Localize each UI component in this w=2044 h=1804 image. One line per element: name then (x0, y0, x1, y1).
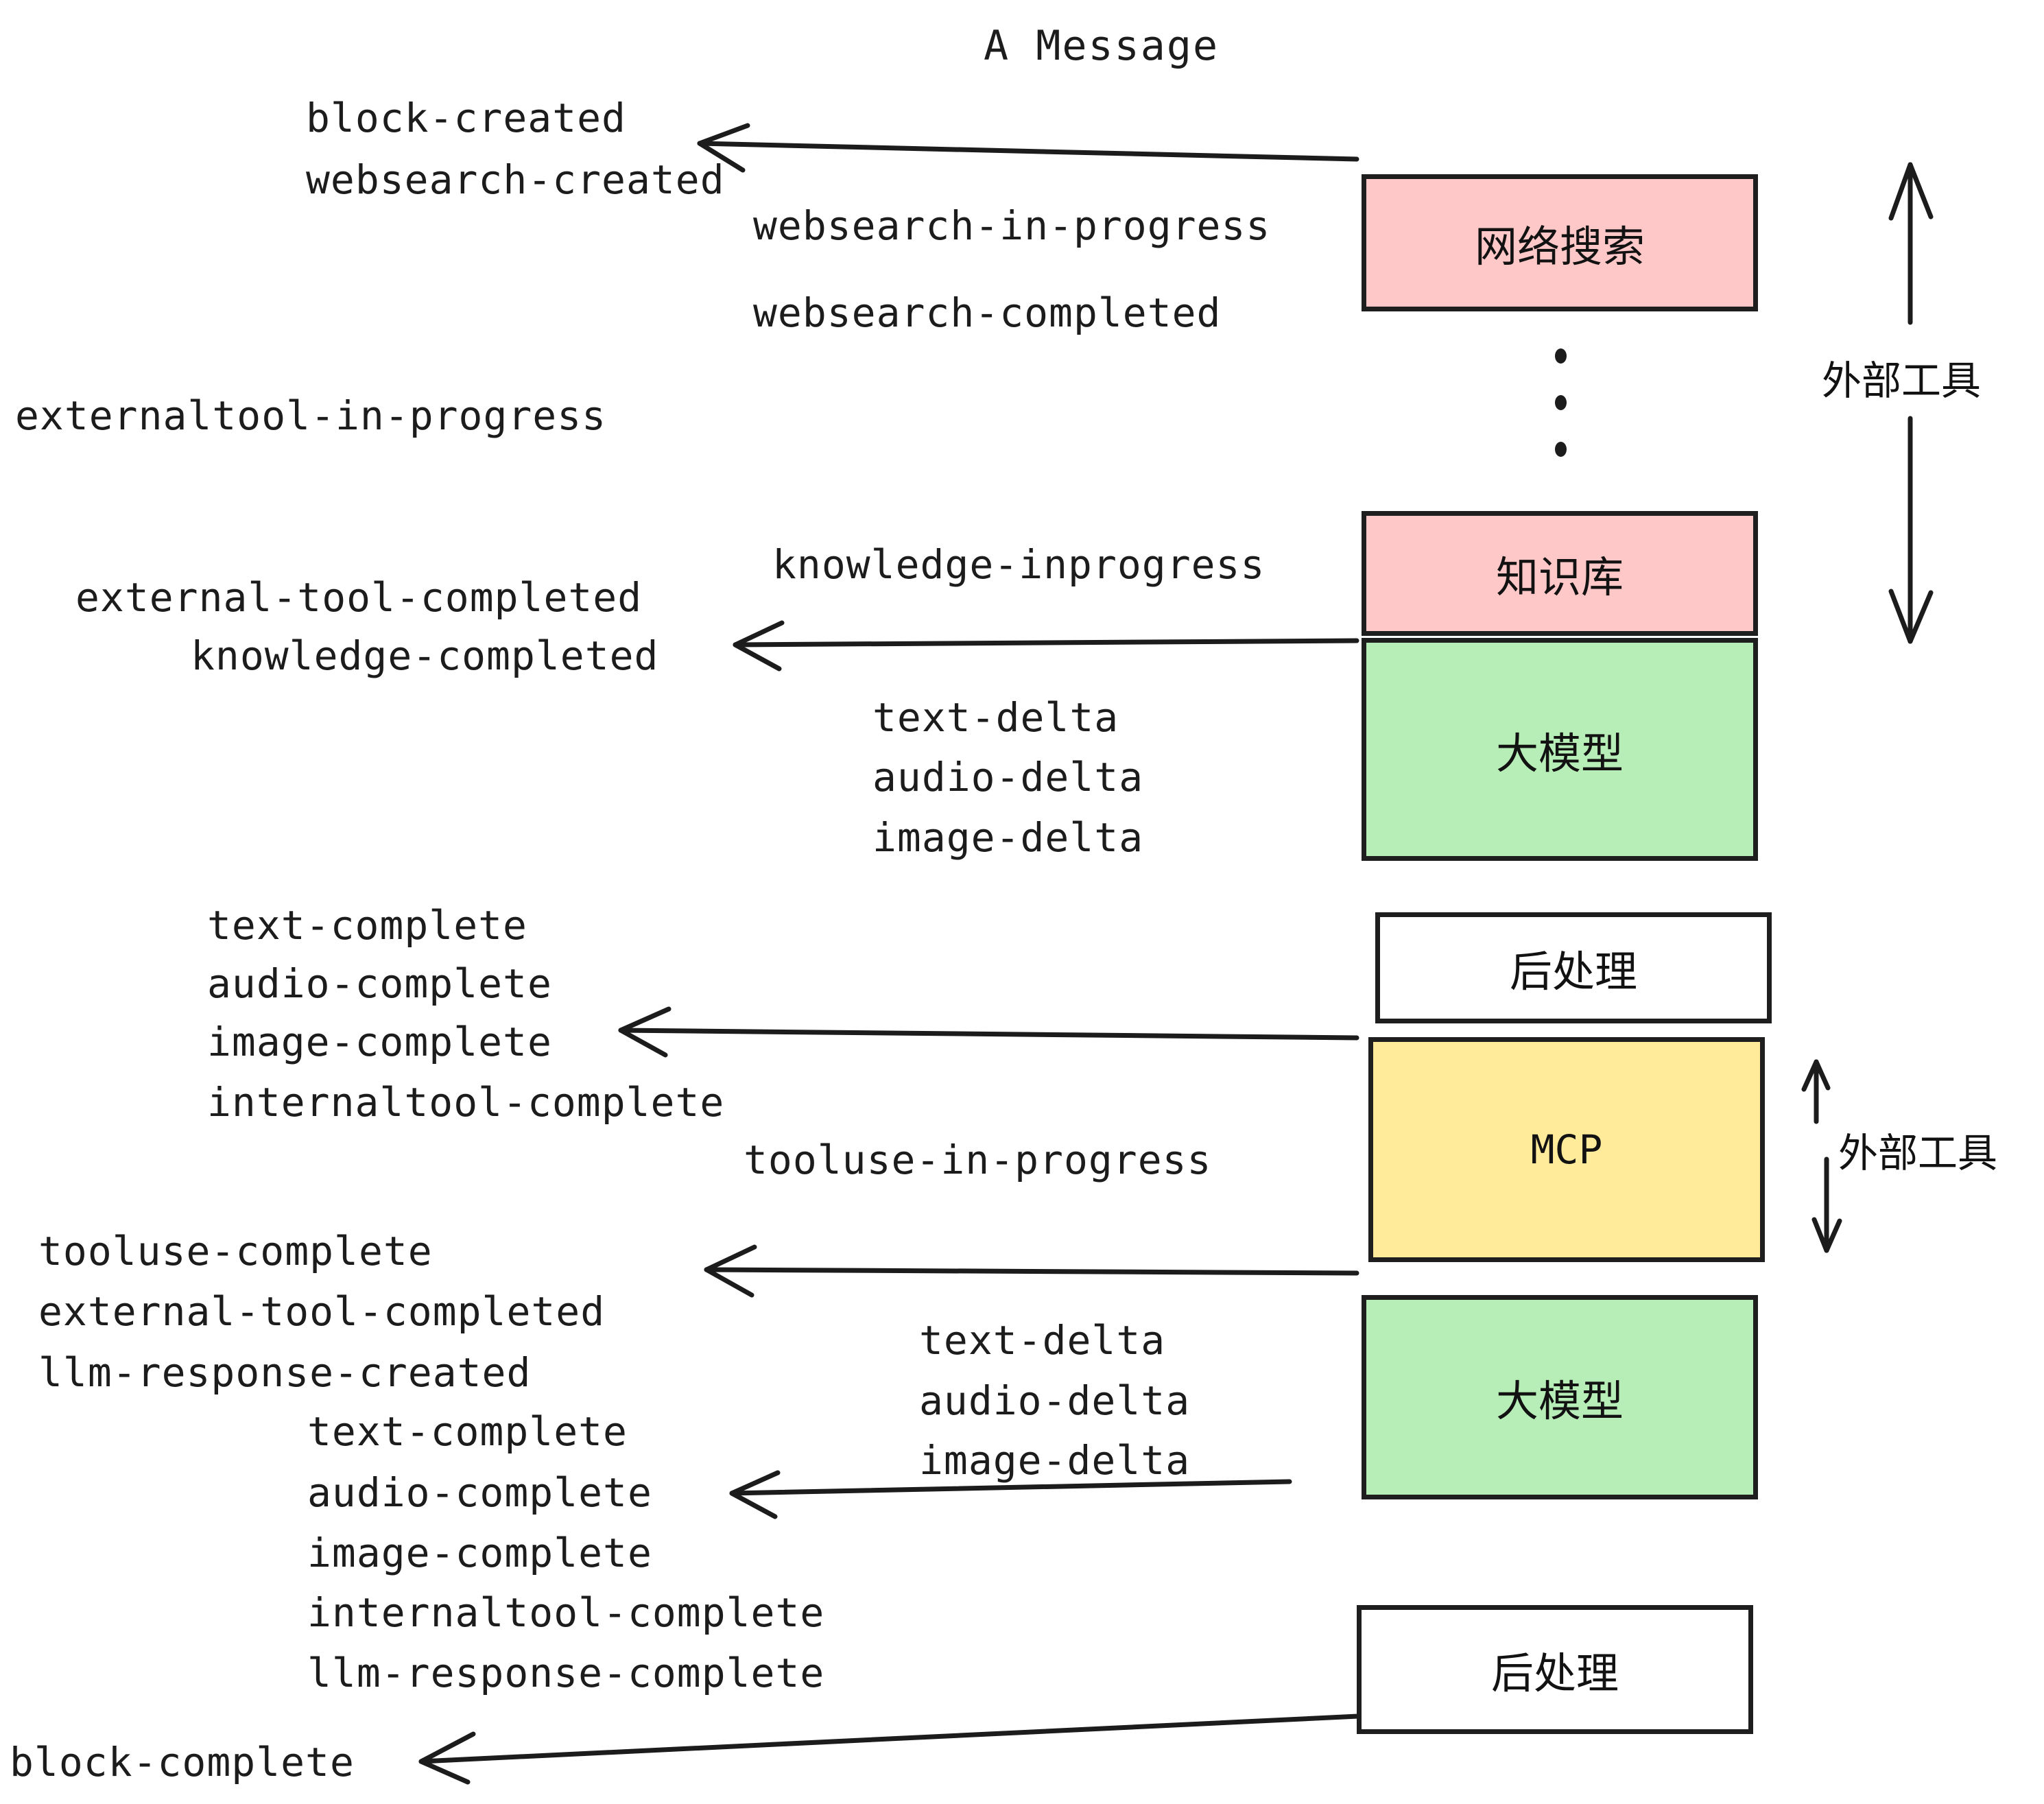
event-label-websearch-completed: websearch-completed (753, 289, 1222, 336)
node-llm-1-label: 大模型 (1495, 728, 1624, 779)
node-knowledgebase-label: 知识库 (1495, 552, 1624, 602)
event-label-llm-response-created: llm-response-created (38, 1349, 532, 1396)
node-llm-2[interactable]: 大模型 (1362, 1295, 1758, 1499)
event-label-image-delta-2: image-delta (919, 1437, 1191, 1484)
event-label-audio-complete-1: audio-complete (207, 960, 552, 1007)
event-label-websearch-in-progress: websearch-in-progress (753, 202, 1271, 249)
external-tools-bottom-arrow (1801, 1059, 1842, 1253)
node-postprocess-1-label: 后处理 (1509, 947, 1637, 997)
event-label-text-complete-2: text-complete (307, 1408, 628, 1455)
event-label-audio-delta-2: audio-delta (919, 1377, 1191, 1424)
event-label-audio-delta-1: audio-delta (872, 754, 1144, 800)
ellipsis-vertical (1554, 348, 1567, 457)
event-label-internaltool-complete-1: internaltool-complete (207, 1079, 725, 1126)
arrow-llm2-to-tooluse-complete (704, 1244, 1359, 1298)
ellipsis-dot (1554, 348, 1567, 364)
event-label-internaltool-complete-2: internaltool-complete (307, 1589, 825, 1636)
event-label-external-tool-completed-1: external-tool-completed (75, 574, 643, 621)
event-label-knowledge-inprogress: knowledge-inprogress (772, 541, 1265, 588)
event-label-text-complete-1: text-complete (207, 902, 527, 949)
event-label-external-tool-completed-2: external-tool-completed (38, 1288, 606, 1335)
event-label-image-delta-1: image-delta (872, 814, 1144, 861)
event-label-text-delta-1: text-delta (872, 694, 1119, 741)
ellipsis-dot (1554, 442, 1567, 457)
arrow-postprocess2-to-block-complete (418, 1713, 1361, 1785)
node-mcp-label: MCP (1530, 1126, 1603, 1173)
event-label-externaltool-in-progress: externaltool-in-progress (15, 392, 607, 439)
node-knowledgebase[interactable]: 知识库 (1362, 511, 1758, 636)
arrow-llm1-to-knowledge-completed (733, 620, 1359, 672)
arrow-mcp-to-image-complete (618, 1006, 1359, 1058)
node-postprocess-2[interactable]: 后处理 (1357, 1605, 1753, 1734)
side-label-external-tools-bottom: 外部工具 (1838, 1130, 1998, 1176)
diagram-title: A Message (984, 22, 1220, 70)
event-label-audio-complete-2: audio-complete (307, 1469, 652, 1516)
event-label-image-complete-2: image-complete (307, 1530, 652, 1576)
event-label-knowledge-completed: knowledge-completed (191, 632, 659, 679)
node-mcp[interactable]: MCP (1368, 1037, 1765, 1262)
node-llm-2-label: 大模型 (1495, 1376, 1624, 1426)
node-llm-1[interactable]: 大模型 (1362, 638, 1758, 861)
event-label-tooluse-complete: tooluse-complete (38, 1228, 433, 1274)
node-websearch[interactable]: 网络搜索 (1362, 174, 1758, 311)
node-postprocess-2-label: 后处理 (1490, 1648, 1619, 1698)
event-label-image-complete-1: image-complete (207, 1019, 552, 1065)
node-websearch-label: 网络搜索 (1474, 222, 1645, 272)
event-label-block-created: block-created (306, 95, 626, 141)
event-label-block-complete: block-complete (10, 1739, 355, 1785)
ellipsis-dot (1554, 395, 1567, 410)
arrow-websearch-to-block-created (697, 123, 1359, 173)
event-label-tooluse-in-progress: tooluse-in-progress (744, 1137, 1212, 1183)
event-label-text-delta-2: text-delta (919, 1317, 1166, 1364)
event-label-websearch-created: websearch-created (306, 156, 725, 203)
side-label-external-tools-top: 外部工具 (1822, 357, 1982, 404)
node-postprocess-1[interactable]: 后处理 (1375, 912, 1772, 1023)
event-label-llm-response-complete: llm-response-complete (307, 1650, 825, 1696)
